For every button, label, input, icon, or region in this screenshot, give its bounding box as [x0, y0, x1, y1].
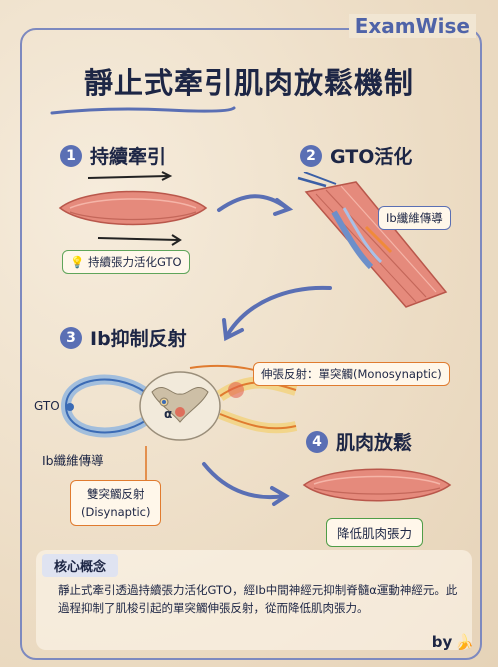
- banana-icon: 🍌: [455, 633, 474, 651]
- ib-fiber-bottom-label: Ib纖維傳導: [42, 453, 104, 468]
- arrow-step1-to-step2: [217, 194, 294, 216]
- step-4-heading: 4 肌肉放鬆: [306, 428, 412, 455]
- page-title: 靜止式牽引肌肉放鬆機制: [83, 66, 414, 100]
- disynaptic-pointer-line: [145, 446, 147, 480]
- step-1-badge: 1: [60, 144, 82, 167]
- footer-by: by 🍌: [432, 633, 474, 651]
- step-3-label: Ib抑制反射: [90, 328, 187, 350]
- core-concept-text: 靜止式牽引透過持續張力活化GTO，經Ib中間神經元抑制脊髓α運動神經元。此過程抑…: [58, 583, 458, 615]
- gto-side-label: GTO: [34, 399, 60, 413]
- step-2-heading: 2 GTO活化: [300, 142, 412, 169]
- step-1-label: 持續牽引: [90, 146, 167, 168]
- arrow-step2-to-step3: [222, 285, 332, 342]
- page-frame: [20, 28, 482, 660]
- step-2-label: GTO活化: [330, 146, 413, 168]
- stretch-arrow-top: [87, 175, 169, 179]
- stretch-arrow-bottom: [97, 237, 179, 241]
- step-3-heading: 3 Ib抑制反射: [60, 324, 187, 351]
- gto-activate-label: 持續張力活化GTO: [87, 255, 182, 269]
- ib-fiber-top-tag: Ib纖維傳導: [378, 206, 451, 230]
- gto-tendon-illustration: [297, 172, 448, 308]
- disynaptic-reflex-tag: 雙突觸反射 (Disynaptic): [70, 480, 162, 526]
- brand-logo: ExamWise: [348, 14, 476, 38]
- lightbulb-icon: 💡: [70, 255, 85, 269]
- footer-by-text: by: [431, 633, 453, 651]
- step-1-heading: 1 持續牽引: [60, 142, 166, 169]
- alpha-motor-neuron-label: α: [164, 407, 173, 421]
- title-underline: [50, 106, 236, 115]
- arrow-step3-to-step4: [202, 462, 290, 506]
- relaxed-muscle-illustration: [302, 468, 452, 502]
- disynaptic-line-2: (Disynaptic): [81, 505, 151, 519]
- reduce-tension-tag: 降低肌肉張力: [326, 518, 424, 547]
- gto-activate-tag: 💡 持續張力活化GTO: [62, 250, 190, 274]
- disynaptic-line-1: 雙突觸反射: [86, 487, 145, 501]
- step-2-badge: 2: [300, 144, 322, 167]
- step-4-badge: 4: [306, 430, 328, 453]
- stretch-reflex-tag: 伸張反射：單突觸(Monosynaptic): [253, 362, 450, 386]
- gto-dot: [66, 403, 74, 411]
- step-3-badge: 3: [60, 326, 82, 349]
- step-4-label: 肌肉放鬆: [336, 432, 413, 454]
- core-concept-title: 核心概念: [42, 554, 119, 577]
- stretched-muscle-illustration: [58, 171, 208, 246]
